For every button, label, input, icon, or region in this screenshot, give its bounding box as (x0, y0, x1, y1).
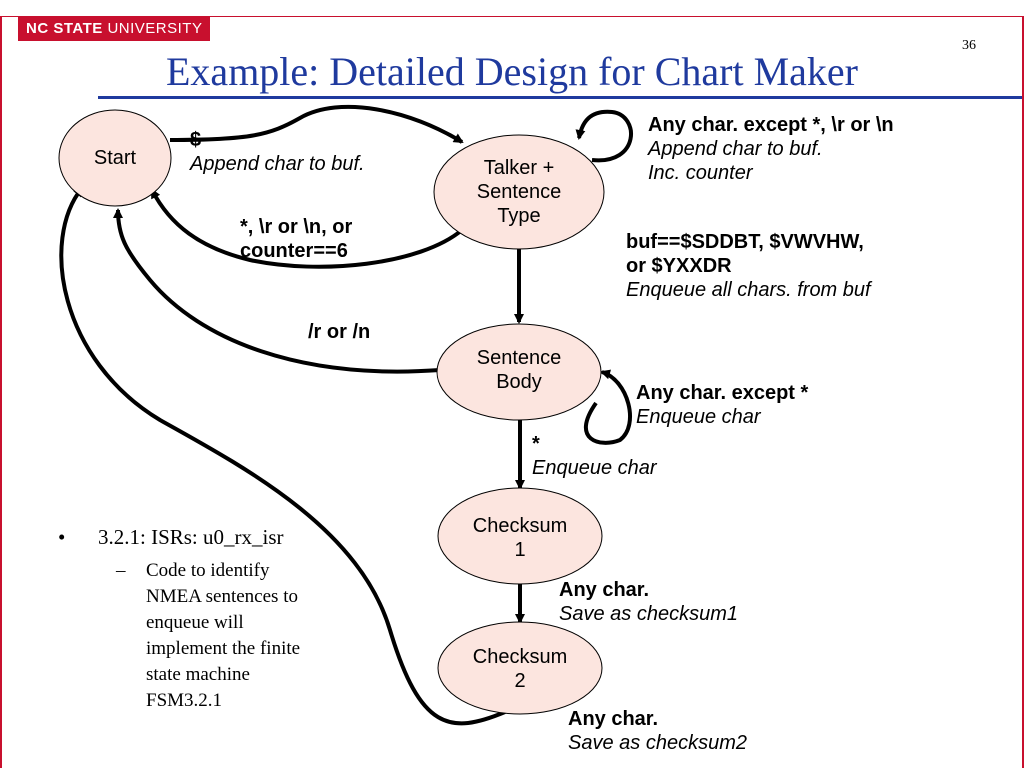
edge-start-to-talker (169, 104, 464, 144)
bullet-dot: • (58, 525, 66, 549)
state-checksum1 (437, 487, 603, 585)
sub-bullet-item: – Code to identify NMEA sentences to enq… (116, 558, 300, 714)
state-start-label: Start (93, 147, 137, 169)
title-underline (98, 96, 1022, 99)
label-talker-to-body: buf==$SDDBT, $VWVHW, or $YXXDR Enqueue a… (626, 231, 871, 301)
state-checksum2 (437, 621, 603, 715)
slide-title: Example: Detailed Design for Chart Maker (166, 49, 858, 94)
label-body-to-start: /r or /n (308, 321, 371, 343)
bullet-list: • 3.2.1: ISRs: u0_rx_isr – Code to ident… (58, 522, 300, 714)
state-checksum1-label: Checksum 1 (472, 515, 568, 561)
bullet-item: • 3.2.1: ISRs: u0_rx_isr (58, 522, 300, 552)
edge-talker-to-start (150, 188, 464, 269)
frame-top-rule (0, 16, 1024, 17)
sub-bullet-text: Code to identify NMEA sentences to enque… (146, 560, 301, 711)
sub-bullet-dash: – (116, 560, 126, 581)
state-sentence-body (436, 323, 602, 421)
university-logo: NC STATE UNIVERSITY (18, 17, 211, 41)
label-talker-to-start: *, \r or \n, or counter==6 (240, 216, 353, 262)
bullet-text: 3.2.1: ISRs: u0_rx_isr (98, 525, 284, 549)
label-talker-self-loop: Any char. except *, \r or \n Append char… (648, 114, 894, 184)
label-body-self-loop: Any char. except * Enqueue char (636, 382, 809, 428)
label-checksum1-to-checksum2: Any char. Save as checksum1 (559, 579, 738, 625)
frame-left-rule (0, 16, 2, 768)
edge-body-self-loop (583, 369, 632, 445)
state-talker-label: Talker + Sentence Type (476, 157, 562, 227)
label-start-to-talker: $ Append char to buf. (190, 129, 365, 175)
slide-number: 36 (962, 38, 976, 53)
state-body-label: Sentence Body (476, 347, 562, 393)
label-checksum2-to-start: Any char. Save as checksum2 (568, 708, 747, 754)
label-body-to-checksum1: * Enqueue char (532, 433, 657, 479)
state-checksum2-label: Checksum 2 (472, 646, 568, 692)
state-talker (433, 134, 605, 250)
edge-talker-self-loop (575, 109, 633, 163)
frame-right-rule (1022, 16, 1024, 768)
state-start (58, 109, 172, 207)
edge-checksum2-to-start (59, 186, 506, 726)
edge-body-to-start (113, 208, 441, 374)
